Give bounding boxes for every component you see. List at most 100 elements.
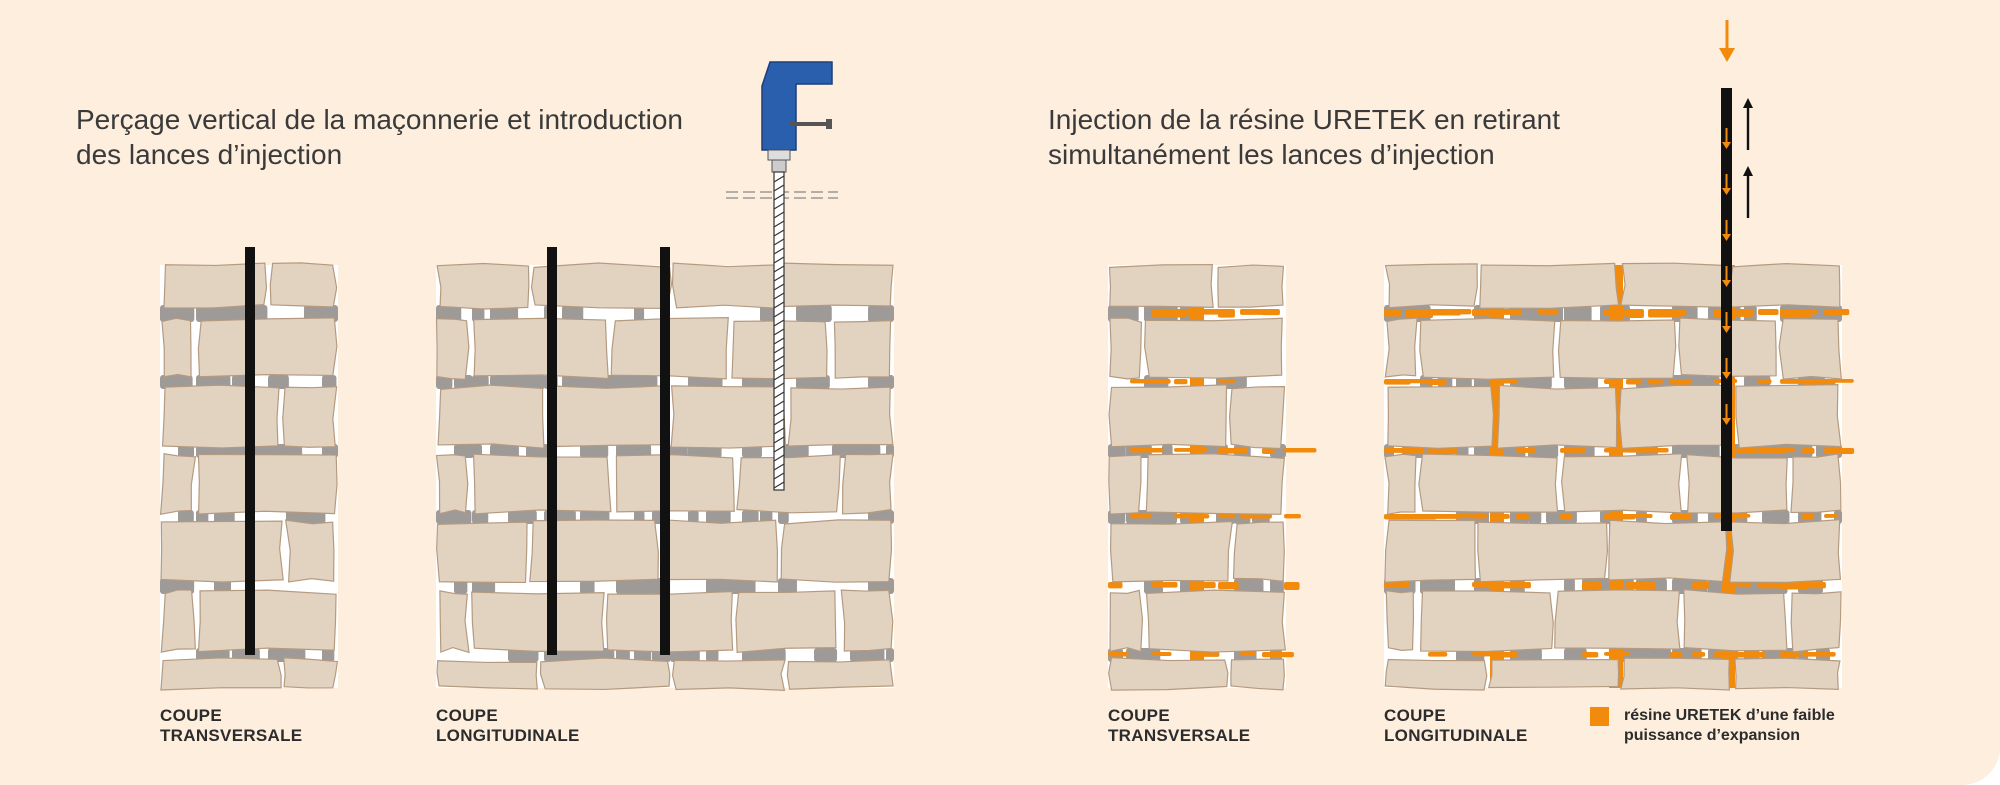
stone-block — [1145, 589, 1287, 653]
drill-bit-flute — [773, 292, 785, 300]
injection-lance — [547, 247, 557, 655]
mortar-patch — [706, 578, 725, 594]
drill-bit — [773, 171, 785, 491]
stone-block — [1217, 264, 1285, 308]
stone-block — [472, 453, 612, 515]
mortar-patch — [634, 375, 658, 389]
stone-block — [1384, 453, 1417, 515]
flow-arrow-head — [1722, 418, 1731, 425]
stone-block — [1420, 590, 1554, 653]
mortar-patch — [886, 648, 894, 662]
mortar-patch — [178, 375, 193, 389]
drill-bit-flute — [773, 220, 785, 228]
stone-block — [439, 590, 470, 654]
resin-patch — [1218, 309, 1235, 318]
resin-patch — [1824, 309, 1850, 316]
resin-patch — [1240, 309, 1265, 315]
stone-block — [197, 317, 338, 378]
mortar-patch — [1564, 578, 1575, 594]
mortar-patch — [580, 578, 595, 594]
resin-patch — [1472, 514, 1487, 519]
resin-patch — [1758, 309, 1779, 316]
mortar-patch — [268, 375, 289, 389]
drill-bit-flute — [773, 274, 785, 282]
stone-block — [1419, 317, 1556, 380]
left-longitudinal-caption: COUPE LONGITUDINALE — [436, 706, 580, 746]
stone-block — [283, 657, 339, 689]
flow-arrow-head — [1722, 234, 1731, 241]
drill-bit-flute — [773, 454, 785, 462]
injection-lance — [660, 247, 670, 655]
stone-block — [1496, 384, 1618, 449]
resin-patch — [1692, 652, 1706, 657]
drill-chuck-tip — [771, 159, 787, 173]
arrow-down-icon — [1719, 20, 1735, 62]
resin-patch — [1758, 582, 1787, 589]
stone-block — [1487, 658, 1620, 689]
drill-bit-flute — [773, 337, 785, 345]
stone-block — [1729, 518, 1842, 583]
resin-patch — [1736, 309, 1754, 317]
resin-patch — [1802, 448, 1815, 454]
legend-line: puissance d’expansion — [1624, 727, 1801, 744]
drill-bit-flute — [773, 364, 785, 372]
mortar-patch — [886, 375, 894, 389]
resin-patch — [1670, 652, 1683, 658]
mortar-patch — [778, 578, 797, 594]
mortar-patch — [1528, 444, 1550, 458]
resin-patch — [1560, 448, 1586, 453]
stone-block — [160, 657, 282, 691]
resin-patch — [1174, 379, 1188, 385]
legend-swatch — [1590, 707, 1609, 726]
stone-block — [1790, 591, 1842, 653]
stone-block — [1619, 262, 1727, 308]
resin-patch — [1582, 652, 1599, 658]
mortar-patch — [178, 510, 194, 524]
arrow-up-head — [1743, 166, 1753, 176]
stone-block — [1729, 263, 1841, 308]
resin-patch — [1130, 379, 1159, 384]
stone-block — [833, 319, 892, 379]
resin-patch — [1218, 582, 1239, 590]
arrow-up-head — [1743, 98, 1753, 108]
flow-arrow-head — [1722, 372, 1731, 379]
right-transversal-wall — [1108, 263, 1317, 691]
resin-patch — [1516, 448, 1536, 453]
mortar-patch — [1252, 578, 1264, 594]
resin-patch — [1262, 448, 1275, 454]
stone-block — [1108, 454, 1142, 515]
stone-block — [1108, 657, 1229, 691]
mortar-patch — [814, 648, 838, 662]
drill-bit-flute — [773, 211, 785, 219]
mortar-patch — [1510, 648, 1531, 662]
resin-patch — [1758, 448, 1787, 454]
flow-arrow-head — [1722, 142, 1731, 149]
stone-block — [437, 384, 545, 449]
mortar-patch — [814, 375, 830, 389]
resin-patch — [1626, 514, 1653, 518]
resin-patch — [1130, 448, 1164, 453]
resin-patch — [1670, 309, 1687, 316]
stone-block — [1554, 589, 1681, 650]
stone-block — [197, 453, 338, 515]
mortar-patch — [1528, 510, 1542, 524]
resin-patch — [1218, 448, 1248, 454]
mortar-patch — [454, 444, 475, 458]
stone-block — [282, 386, 338, 448]
mortar-patch — [178, 305, 195, 322]
drill-bit-flute — [773, 328, 785, 336]
flow-arrow-head — [1722, 280, 1731, 287]
mortar-patch — [214, 305, 247, 322]
stone-block — [1384, 263, 1478, 309]
mortar-patch — [868, 305, 894, 322]
drill-bit-flute — [773, 193, 785, 201]
stone-block — [1557, 319, 1677, 380]
stone-block — [160, 589, 196, 653]
resin-patch — [1802, 514, 1815, 520]
resin-patch — [1824, 448, 1855, 454]
stone-block — [786, 659, 894, 690]
stone-block — [529, 519, 659, 583]
drill-bit-flute — [773, 301, 785, 309]
resin-patch — [1516, 582, 1532, 589]
